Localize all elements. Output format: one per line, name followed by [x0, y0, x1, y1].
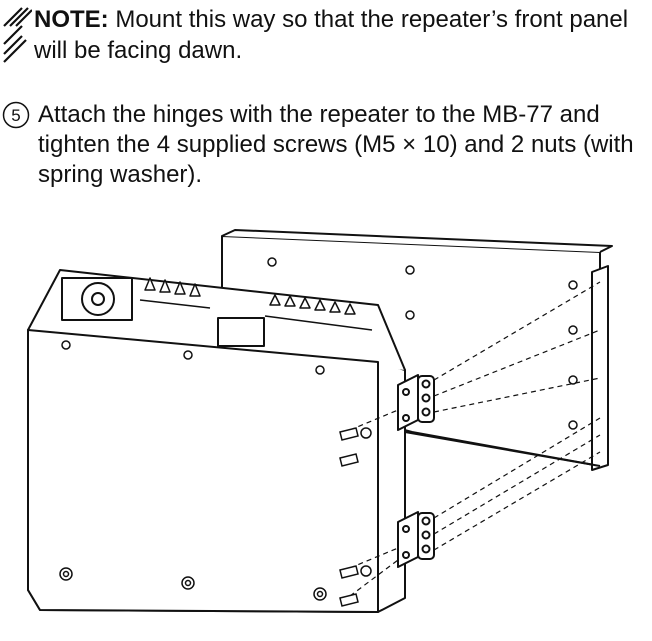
note-block: NOTE: Mount this way so that the repeate…	[2, 4, 647, 66]
step-text: Attach the hinges with the repeater to t…	[38, 101, 634, 188]
note-text: NOTE: Mount this way so that the repeate…	[34, 4, 647, 66]
step-number: 5	[11, 106, 20, 125]
lower-hinge	[397, 511, 419, 568]
m5-screws	[339, 427, 372, 607]
mb77-right-flange	[591, 265, 609, 471]
note-hatch-icon	[3, 7, 32, 63]
alignment-lines	[349, 281, 601, 597]
note-body: Mount this way so that the repeater’s fr…	[34, 6, 629, 64]
step-number-badge: 5	[2, 101, 30, 129]
mounting-diagram	[27, 229, 613, 613]
instruction-step: 5 Attach the hinges with the repeater to…	[2, 100, 647, 190]
upper-hinge	[397, 374, 419, 431]
heat-sink	[139, 277, 373, 331]
note-label: NOTE:	[34, 6, 109, 33]
